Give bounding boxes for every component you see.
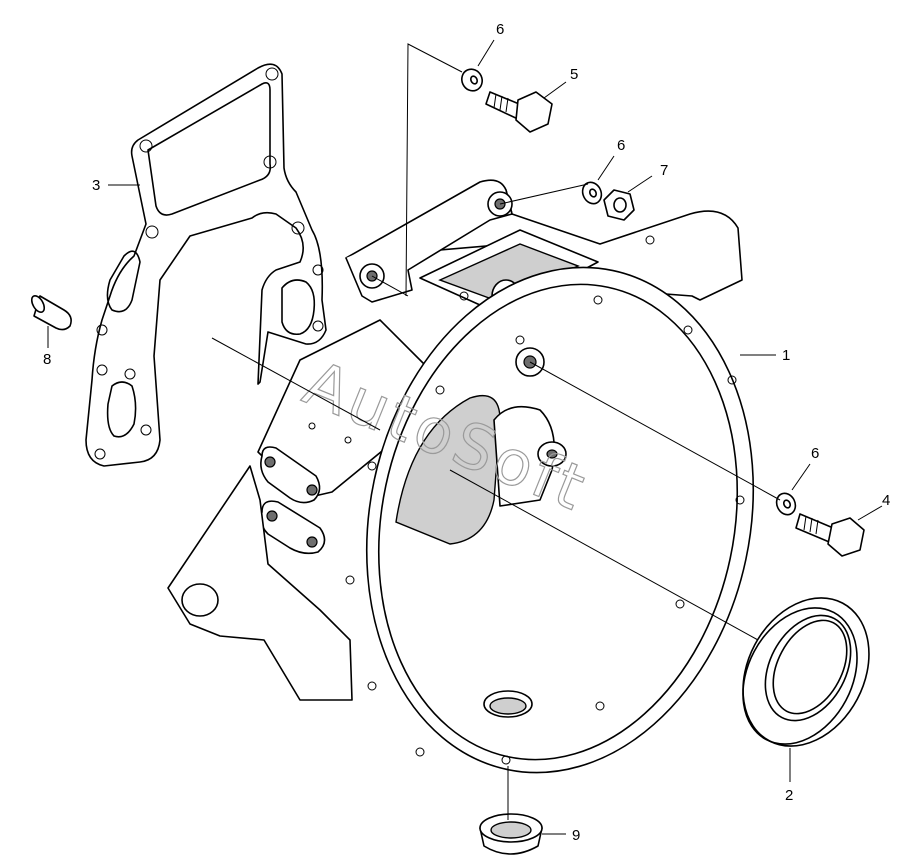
- callout-3: 3: [92, 177, 100, 194]
- callout-6-lower: 6: [811, 445, 819, 462]
- washer-part-6-middle: [581, 181, 603, 205]
- bolt-part-5: [485, 91, 553, 133]
- callout-9: 9: [572, 827, 580, 844]
- oil-seal-part-2: [742, 597, 870, 747]
- callout-6-top: 6: [496, 21, 504, 38]
- flywheel-housing-part-1: [167, 179, 755, 774]
- callout-8: 8: [43, 351, 51, 368]
- callout-1: 1: [782, 347, 790, 364]
- callout-labels: 1 2 3 4 5 6 6 7 6 8 9: [43, 21, 890, 844]
- callout-4: 4: [882, 492, 890, 509]
- leader-lines: [47, 39, 883, 835]
- nut-part-7: [603, 189, 635, 221]
- washer-part-6-lower: [775, 492, 797, 516]
- plug-part-9: [479, 813, 543, 855]
- bolt-part-4: [795, 513, 865, 557]
- callout-5: 5: [570, 66, 578, 83]
- callout-7: 7: [660, 162, 668, 179]
- callout-6-middle: 6: [617, 137, 625, 154]
- washer-part-6-top: [461, 68, 483, 92]
- dowel-pin-part-8: [30, 295, 72, 331]
- gasket-part-3: [85, 63, 327, 467]
- callout-2: 2: [785, 787, 793, 804]
